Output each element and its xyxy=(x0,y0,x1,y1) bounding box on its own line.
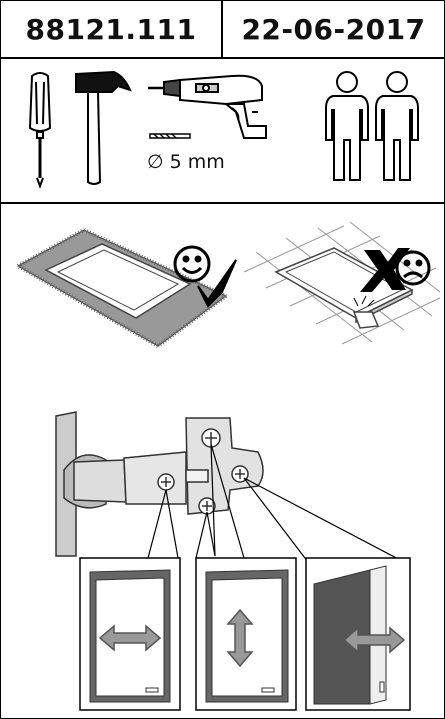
side-adjustment-panel xyxy=(79,557,181,711)
callout-lines xyxy=(147,443,405,563)
drill-bit-icon xyxy=(149,133,191,139)
horizontal-arrow-icon xyxy=(98,624,162,652)
hinge-screw-side xyxy=(157,473,175,491)
height-adjustment-panel xyxy=(195,557,297,711)
vertical-arrow-icon xyxy=(226,608,254,668)
frown-icon xyxy=(395,250,431,286)
drill-bit-size-label: ∅ 5 mm xyxy=(147,151,225,173)
hinge-screw-height xyxy=(198,428,221,515)
article-number: 88121.111 xyxy=(1,1,223,57)
depth-arrow-icon xyxy=(342,626,406,654)
document-date: 22-06-2017 xyxy=(241,12,426,46)
two-persons-icon xyxy=(325,71,419,181)
drill-icon xyxy=(148,74,267,139)
cross-icon xyxy=(360,248,410,292)
header-bar: 88121.111 22-06-2017 xyxy=(1,1,444,59)
depth-adjustment-panel xyxy=(305,557,411,711)
rug-protected-surface xyxy=(16,228,228,348)
tools-section xyxy=(1,58,444,204)
screwdriver-icon xyxy=(28,72,52,189)
smiley-icon xyxy=(173,245,211,283)
hammer-icon xyxy=(75,70,132,185)
checkmark-icon xyxy=(197,259,237,308)
